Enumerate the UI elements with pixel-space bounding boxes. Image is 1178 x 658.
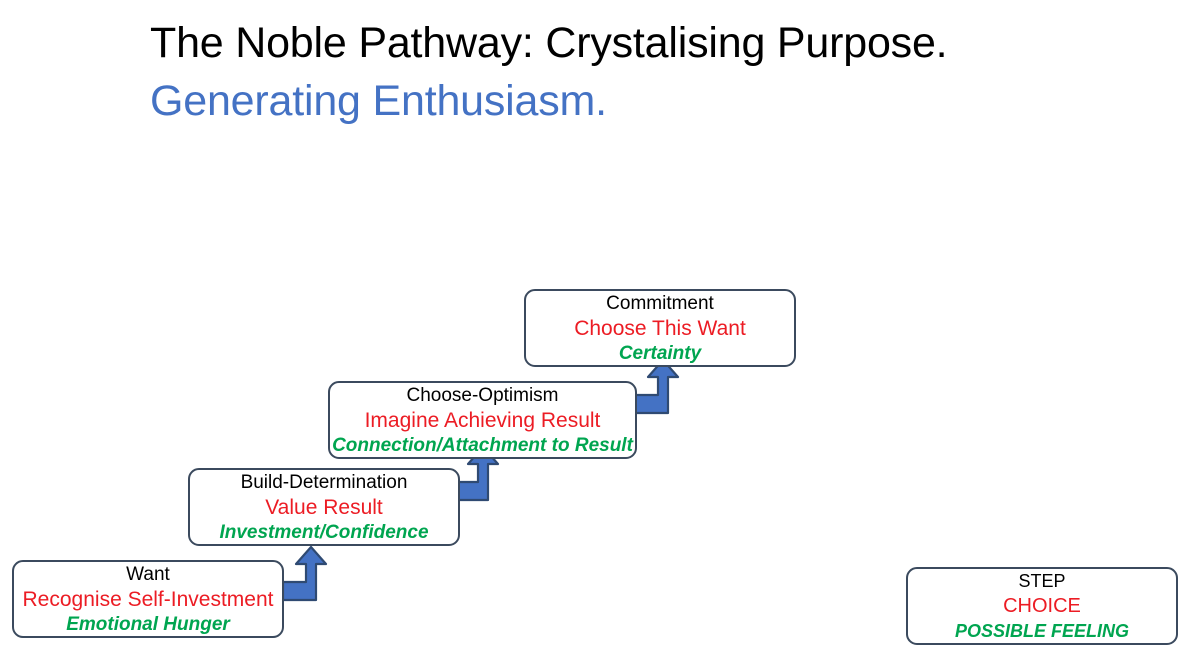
connector-want-to-build-determination [278, 543, 348, 605]
legend-step-label: STEP [1018, 570, 1066, 591]
legend-box: STEP CHOICE POSSIBLE FEELING [906, 567, 1178, 645]
step-feeling: Emotional Hunger [66, 613, 230, 635]
legend-choice-label: CHOICE [1003, 594, 1081, 617]
step-box-commitment[interactable]: Commitment Choose This Want Certainty [524, 289, 796, 367]
step-box-want[interactable]: Want Recognise Self-Investment Emotional… [12, 560, 284, 638]
page-title: The Noble Pathway: Crystalising Purpose.… [150, 14, 1090, 130]
step-feeling: Investment/Confidence [219, 521, 429, 543]
step-title: Commitment [606, 292, 714, 314]
step-choice: Choose This Want [574, 316, 746, 340]
step-box-build-determination[interactable]: Build-Determination Value Result Investm… [188, 468, 460, 546]
title-line-primary: The Noble Pathway: Crystalising Purpose. [150, 19, 948, 67]
up-arrow-elbow-icon [281, 545, 328, 602]
step-box-choose-optimism[interactable]: Choose-Optimism Imagine Achieving Result… [328, 381, 637, 459]
up-arrow-elbow-icon [633, 358, 680, 415]
title-line-secondary: Generating Enthusiasm. [150, 77, 607, 125]
step-feeling: Connection/Attachment to Result [332, 434, 633, 456]
legend-feeling-label: POSSIBLE FEELING [954, 620, 1130, 641]
step-title: Choose-Optimism [406, 384, 559, 406]
step-choice: Imagine Achieving Result [364, 408, 601, 432]
step-choice: Value Result [265, 495, 383, 519]
step-title: Build-Determination [240, 471, 408, 493]
step-choice: Recognise Self-Investment [22, 587, 274, 611]
step-feeling: Certainty [618, 342, 702, 364]
connector-choose-optimism-to-commitment [630, 356, 700, 418]
step-title: Want [126, 563, 170, 585]
